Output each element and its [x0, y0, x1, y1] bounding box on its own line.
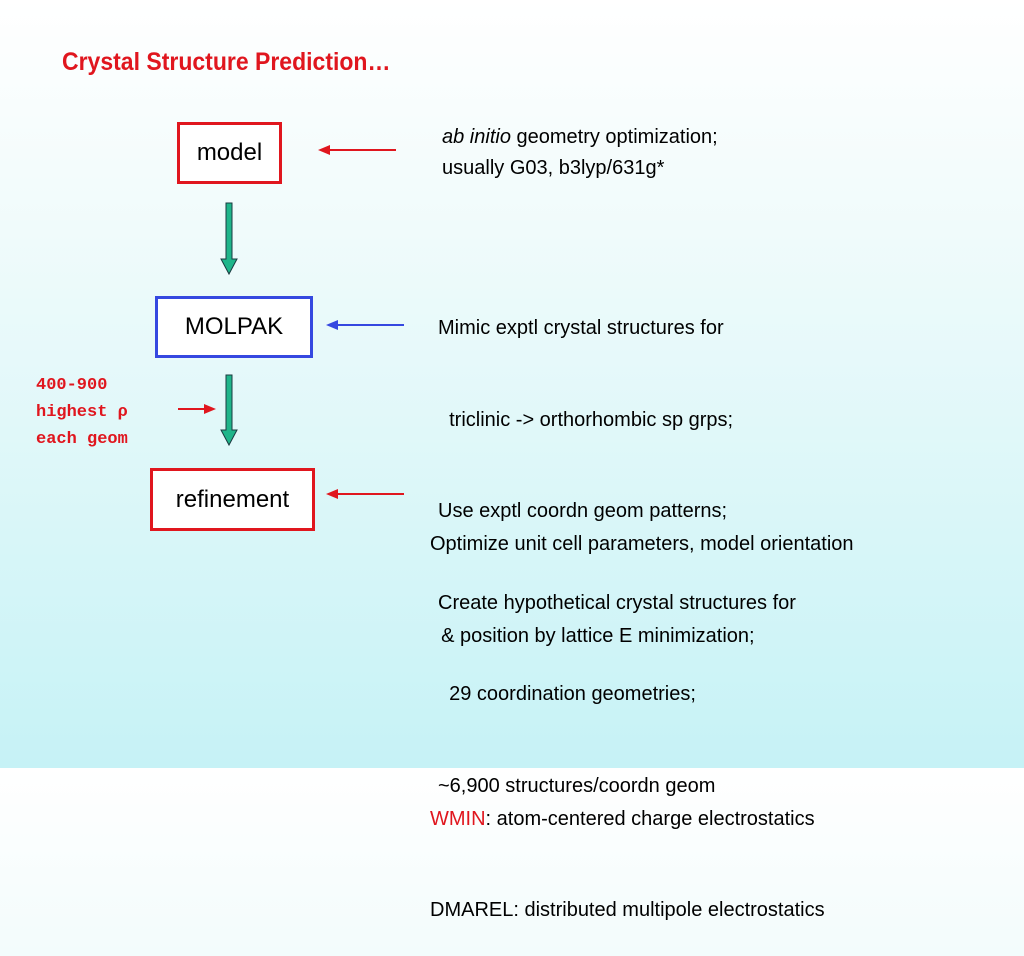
molpak-note-line-3: Use exptl coordn geom patterns;	[438, 500, 728, 522]
refinement-note: Optimize unit cell parameters, model ori…	[430, 468, 854, 956]
slide-title: Crystal Structure Prediction…	[62, 48, 391, 76]
refinement-note-line-1: Optimize unit cell parameters, model ori…	[430, 533, 854, 555]
model-note-line-1-rest: geometry optimization;	[510, 126, 718, 148]
side-label: 400-900 highest ρ each geom	[36, 372, 128, 453]
wmin-label: WMIN	[430, 807, 486, 830]
molpak-note-line-4: Create hypothetical crystal structures f…	[438, 591, 796, 614]
molpak-note-line-2: triclinic -> orthorhombic sp grps;	[438, 408, 734, 431]
molpak-pointer-arrow	[326, 320, 404, 330]
side-label-line-1: 400-900	[36, 376, 108, 395]
model-note-line-2: usually G03, b3lyp/631g*	[442, 156, 665, 179]
wmin-description: : atom-centered charge electrostatics	[485, 807, 815, 830]
refinement-pointer-arrow	[326, 489, 404, 499]
model-box: model	[177, 122, 282, 184]
flow-arrow-molpak-to-refinement	[220, 374, 238, 447]
side-label-line-2: highest ρ	[36, 403, 128, 422]
side-label-arrow	[178, 404, 216, 414]
ab-initio-italic: ab initio	[442, 126, 511, 148]
side-label-line-3: each geom	[36, 430, 128, 449]
dmarel-line: DMAREL: distributed multipole electrosta…	[430, 899, 825, 921]
refinement-note-spacer	[430, 712, 854, 743]
molpak-note-line-5: 29 coordination geometries;	[438, 683, 696, 705]
wmin-line: WMIN: atom-centered charge electrostatic…	[430, 804, 854, 835]
molpak-note-line-1: Mimic exptl crystal structures for	[438, 317, 724, 339]
model-note-line-1: ab initio geometry optimization;	[442, 122, 718, 153]
refinement-note-line-2: & position by lattice E minimization;	[430, 624, 755, 647]
model-note: ab initio geometry optimization; usually…	[442, 122, 718, 183]
molpak-box: MOLPAK	[155, 296, 313, 358]
flow-arrow-model-to-molpak	[220, 202, 238, 276]
refinement-box: refinement	[150, 468, 315, 531]
model-pointer-arrow	[318, 145, 396, 155]
